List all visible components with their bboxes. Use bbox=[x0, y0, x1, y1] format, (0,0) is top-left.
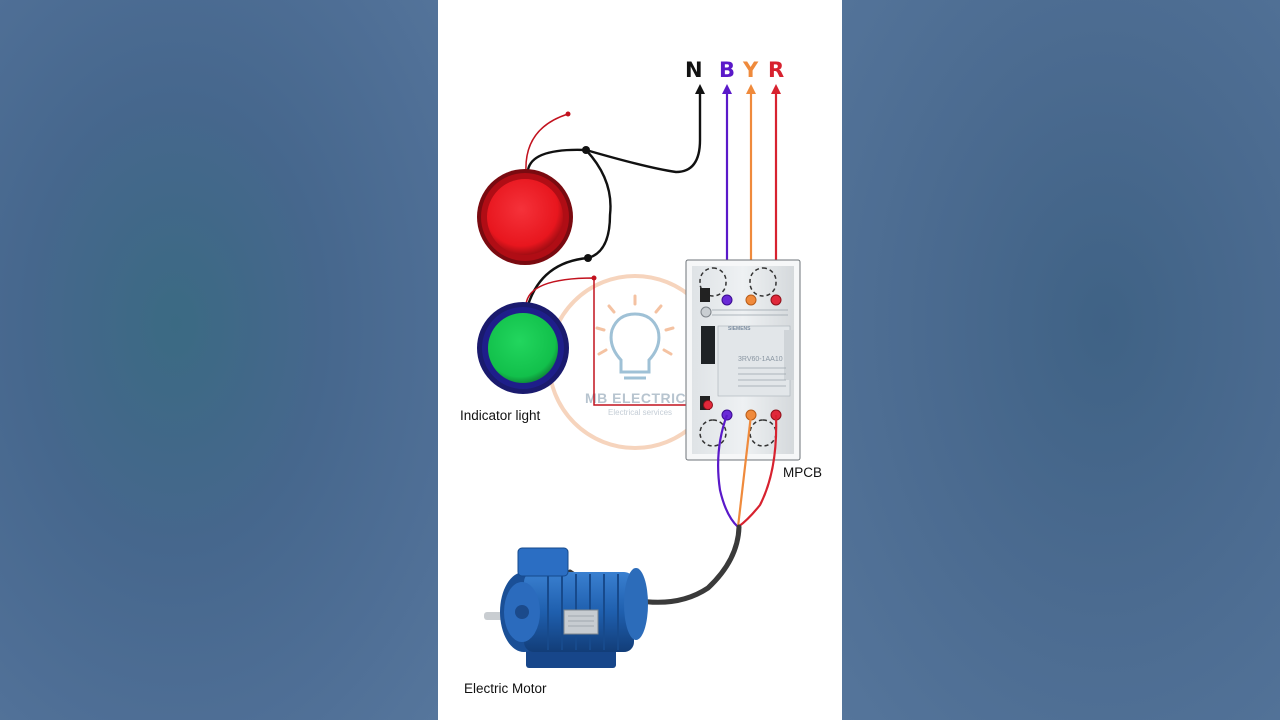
output-wire-r bbox=[737, 414, 778, 528]
red-indicator-lamp bbox=[477, 169, 573, 265]
neutral-wire bbox=[526, 90, 702, 174]
phase-label-y: Y bbox=[743, 58, 759, 82]
electric-motor bbox=[484, 547, 648, 668]
mpcb-terminal-r-in bbox=[770, 294, 782, 306]
wiring-diagram: MB ELECTRICA Electrical services bbox=[438, 0, 842, 720]
mpcb-model-text: 3RV60-1AA10 bbox=[738, 356, 783, 363]
neutral-junction bbox=[582, 146, 590, 154]
phase-label-b: B bbox=[719, 58, 736, 82]
mpcb-terminal-b-in bbox=[721, 294, 733, 306]
left-background bbox=[0, 0, 438, 720]
mpcb-aux-terminal bbox=[703, 400, 713, 410]
phase-label-r: R bbox=[768, 58, 785, 82]
neutral-jumper-wire bbox=[526, 149, 612, 306]
output-wire-y bbox=[736, 414, 753, 528]
watermark-subtitle: Electrical services bbox=[608, 408, 673, 417]
right-background bbox=[842, 0, 1280, 720]
mpcb-terminal-y-in bbox=[745, 294, 757, 306]
mpcb-label: MPCB bbox=[783, 465, 823, 480]
red-lamp-wire bbox=[525, 113, 569, 173]
electric-motor-label: Electric Motor bbox=[464, 681, 547, 696]
mpcb-brand-text: SIEMENS bbox=[728, 326, 751, 332]
watermark-title: MB ELECTRICA bbox=[585, 390, 697, 406]
indicator-light-label: Indicator light bbox=[460, 408, 541, 423]
output-wire-b bbox=[717, 414, 739, 528]
green-indicator-lamp bbox=[477, 302, 569, 394]
wiring-svg bbox=[477, 84, 801, 668]
phase-label-n: N bbox=[685, 58, 703, 82]
neutral-junction-2 bbox=[584, 254, 592, 262]
